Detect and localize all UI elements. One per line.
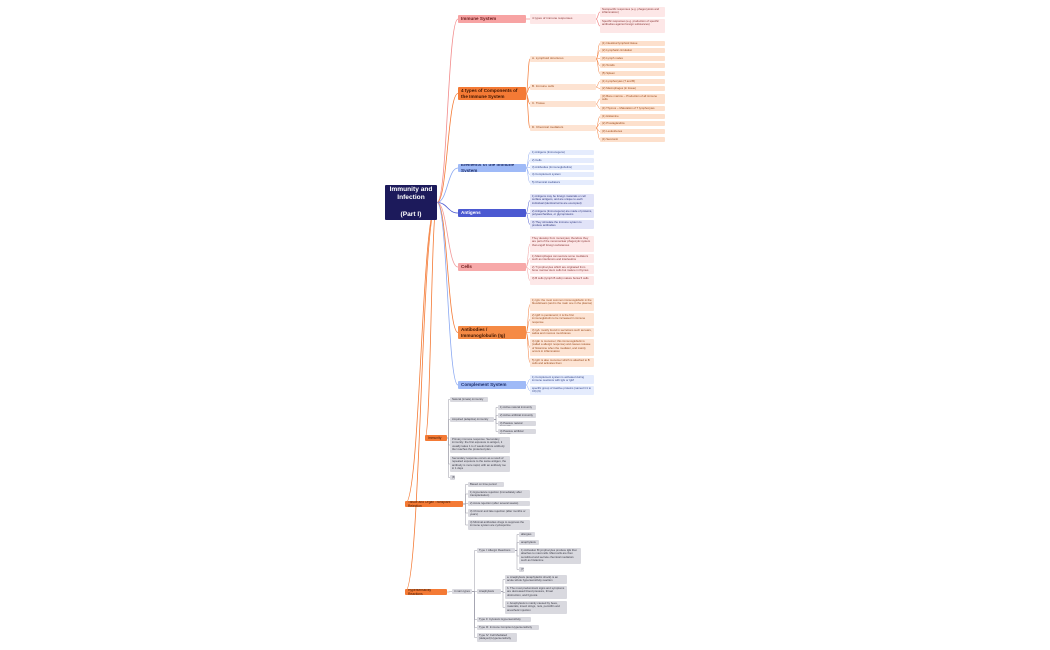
connector <box>436 93 459 203</box>
branch-components[interactable]: 4 types of Components of the Immune Syst… <box>458 87 526 100</box>
type1-leaf[interactable]: (7) <box>519 567 524 572</box>
components-leaf[interactable]: (3) Lymph nodes <box>600 56 665 61</box>
cells-leaf[interactable]: 3) B cells (lymph B cells) mature bursa … <box>530 276 594 285</box>
connector <box>436 202 459 268</box>
branch-elements[interactable]: Elements of the Immune System <box>458 164 526 172</box>
components-leaf[interactable]: (1) Intestinal lymphoid tissue <box>600 41 665 46</box>
branch-antibodies[interactable]: Antibodies / Immunoglobulin (Ig) <box>458 326 526 339</box>
immunity-note-extra[interactable]: (6) <box>450 475 455 480</box>
connector <box>447 419 450 439</box>
cells-leaf[interactable]: 1) Macrophages can secrete some mediator… <box>530 254 594 263</box>
branch-transplant-rejection[interactable]: Tissue and Organ Transplant Rejection <box>405 501 463 507</box>
immune-responses-topic[interactable]: 4 types of immune responses <box>530 14 596 24</box>
components-leaf[interactable]: (2) Prostaglandins <box>600 121 665 126</box>
root-topic[interactable]: Immunity and Infection (Part I) <box>385 185 437 220</box>
hyper-type2[interactable]: Type II: Cytotoxic Hypersensitivity <box>477 617 531 622</box>
components-sub-tissue[interactable]: C. Tissue <box>530 101 596 107</box>
complement-leaf[interactable]: specific group of inactive proteins (nam… <box>530 386 594 395</box>
antibodies-leaf[interactable]: 5) IgD: is also monomer which is attache… <box>530 358 594 367</box>
acquired-leaf[interactable]: 1) Active natural immunity <box>498 405 536 410</box>
branch-immune-system[interactable]: Immune System <box>458 15 526 23</box>
immunity-acquired[interactable]: Acquired (adaptive) immunity <box>450 417 494 422</box>
cells-leaf[interactable]: They develop from monocytes; therefore t… <box>530 236 594 252</box>
tissue-leaf[interactable]: Based on time period <box>468 482 504 487</box>
hyper-type1[interactable]: Type I: Allergic Reactions <box>477 548 515 553</box>
connector <box>525 93 531 129</box>
connector <box>436 167 459 203</box>
tissue-leaf[interactable]: 2) Acute rejection (after several weeks) <box>468 501 530 506</box>
anaph-leaf[interactable]: a. Anaphylaxis (anaphylactic shock) is a… <box>505 575 567 584</box>
tissue-leaf[interactable]: 4) Minimal antibodies drugs to suppress … <box>468 520 530 530</box>
branch-cells[interactable]: Cells <box>458 263 526 271</box>
connector <box>436 18 459 203</box>
components-leaf[interactable]: (5) Spleen <box>600 71 665 76</box>
elements-leaf[interactable]: 5) Chemical mediators <box>530 180 594 185</box>
branch-antigens[interactable]: Antigens <box>458 209 526 217</box>
components-sub-chemical[interactable]: D. Chemical mediators <box>530 125 596 131</box>
anaph-leaf[interactable]: b. The most predominant signs and sympto… <box>505 586 567 599</box>
type1-leaf[interactable]: 1) Activation B lymphocytes produce IgE … <box>519 548 581 564</box>
elements-leaf[interactable]: 1) Antigens (Immunogens) <box>530 150 594 155</box>
connector <box>404 202 438 505</box>
components-leaf[interactable]: (4) Tonsils <box>600 63 665 68</box>
type1-leaf[interactable]: allergies <box>519 532 535 537</box>
connector <box>436 202 459 333</box>
components-sub-lymphoid[interactable]: A. Lymphoid structures <box>530 56 596 62</box>
connector <box>424 202 438 439</box>
immune-leaf-1[interactable]: Nonspecific responses (e.g. phagocytosis… <box>600 7 665 17</box>
branch-complement[interactable]: Complement System <box>458 381 526 389</box>
components-leaf[interactable]: (1) Histamine <box>600 114 665 119</box>
branch-hypersensitivity[interactable]: Hypersensitivity Reactions <box>405 589 447 595</box>
connector <box>436 202 459 214</box>
antigens-leaf[interactable]: 2) Antigens (Immunogens) are made of pro… <box>530 209 594 218</box>
connector <box>404 202 438 593</box>
antibodies-leaf[interactable]: 3) IgA: mostly found in secretions such … <box>530 328 594 337</box>
antigens-leaf[interactable]: 3) They stimulate the immune system to p… <box>530 220 594 229</box>
antibodies-leaf[interactable]: 4) IgE: is monomer; this immunoglobulin … <box>530 339 594 356</box>
acquired-leaf[interactable]: 3) Passive natural immunity <box>498 421 536 426</box>
connector <box>472 550 477 592</box>
acquired-leaf[interactable]: 2) Active artificial immunity <box>498 413 536 418</box>
components-leaf[interactable]: (3) Bone marrow -- Production of all imm… <box>600 94 665 104</box>
components-sub-immune-cells[interactable]: B. Immune cells <box>530 84 596 90</box>
tissue-leaf[interactable]: 1) Hyperacute rejection (immediately aft… <box>468 490 530 498</box>
immune-leaf-2[interactable]: Specific responses (e.g. production of s… <box>600 19 665 33</box>
components-leaf[interactable]: (4) Thymus -- Maturation of T lymphocyte… <box>600 106 665 111</box>
components-leaf[interactable]: (3) Leukotrienes <box>600 129 665 134</box>
branch-immunity[interactable]: Immunity <box>425 435 447 441</box>
complement-leaf[interactable]: 1) Complement system is activated during… <box>530 375 594 384</box>
antigens-leaf[interactable]: 1) Antigens may be foreign materials or … <box>530 194 594 207</box>
tissue-leaf[interactable]: 3) Chronic and late rejection (after mon… <box>468 509 530 517</box>
components-leaf[interactable]: (1) Lymphocytes (T and B) <box>600 79 665 84</box>
acquired-leaf[interactable]: 4) Passive artificial immunity <box>498 429 536 434</box>
hyper-type3[interactable]: Type III: Immune Complex Hypersensitivit… <box>477 625 539 630</box>
immunity-note-primary[interactable]: Primary immune response: Secondary immun… <box>450 437 510 453</box>
antibodies-leaf[interactable]: 2) IgM: is pentameric; it is the first i… <box>530 313 594 326</box>
connector <box>472 591 477 628</box>
connector <box>472 591 477 638</box>
components-leaf[interactable]: (4) Serotonin <box>600 137 665 142</box>
components-leaf[interactable]: (2) Macrophages (in tissue) <box>600 86 665 91</box>
connector <box>472 591 477 620</box>
elements-leaf[interactable]: 2) Cells <box>530 158 594 163</box>
antibodies-leaf[interactable]: 1) IgG: the most common immunoglobulin i… <box>530 298 594 311</box>
anaph-leaf[interactable]: c. Anaphylaxis is mainly caused by bees,… <box>505 601 567 614</box>
connector <box>436 202 459 386</box>
hyper-anaphylaxis[interactable]: Anaphylaxis <box>477 589 501 594</box>
hyper-main-types[interactable]: 4 main types <box>452 589 472 594</box>
immunity-note-secondary[interactable]: Secondary response occurs as a result of… <box>450 456 510 472</box>
cells-leaf[interactable]: 2) T lymphocytes which are originated fr… <box>530 265 594 274</box>
immunity-natural[interactable]: Natural (innate) immunity <box>450 397 488 402</box>
type1-leaf[interactable]: anaphylaxis <box>519 540 539 545</box>
elements-leaf[interactable]: 4) Complement system <box>530 172 594 177</box>
elements-leaf[interactable]: 3) Antibodies (Immunoglobulins) <box>530 165 594 170</box>
hyper-type4[interactable]: Type IV: Cell Mediated (delayed) Hyperse… <box>477 633 517 642</box>
components-leaf[interactable]: (2) Lymphatic circulation <box>600 48 665 53</box>
